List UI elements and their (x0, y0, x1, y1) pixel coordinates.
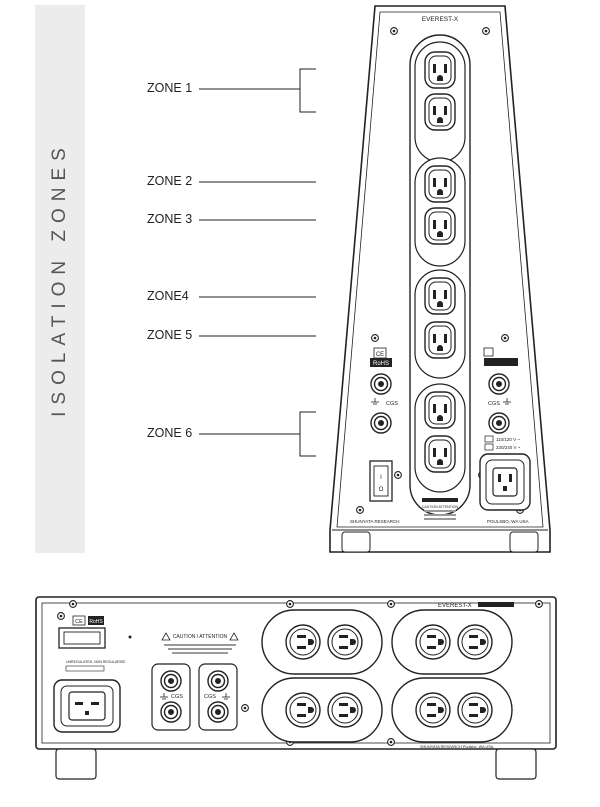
front-rohs-mark: RoHS (373, 361, 389, 367)
rear-cgs-right: CGS (204, 694, 216, 700)
zone-1-label: ZONE 1 (147, 81, 193, 95)
rear-footer: SHUNYATA RESEARCH Poulsbo, WA USA (420, 745, 494, 749)
front-manufacturer: SHUNYATA RESEARCH (350, 519, 400, 524)
svg-text:O: O (379, 487, 384, 493)
front-caution: CAUTION ATTENTION (422, 505, 459, 509)
front-ce-mark: CE (376, 352, 384, 358)
front-voltage-2: 220/240 V ~ (496, 445, 521, 450)
rear-cgs-left: CGS (171, 694, 183, 700)
rear-unit: EVEREST-X CE RoHS UNREGULATED, NON REGUL… (35, 596, 557, 780)
zone-5-label: ZONE 5 (147, 328, 193, 342)
svg-text:I: I (380, 475, 382, 481)
zone-3-label: ZONE 3 (147, 212, 193, 226)
front-location: POULSBO, WA USA (487, 519, 529, 524)
zone-4-label: ZONE4 (147, 289, 189, 303)
front-cgs-right: CGS (488, 401, 500, 407)
rear-rohs-mark: RoHS (89, 619, 103, 625)
front-model-label: EVEREST-X (422, 16, 459, 23)
rear-caution-title: CAUTION / ATTENTION (173, 634, 228, 640)
front-cgs-left: CGS (386, 401, 398, 407)
rear-ce-mark: CE (75, 619, 83, 625)
rear-voltage-box: UNREGULATED, NON REGULARISE (66, 660, 126, 664)
zone-leader-lines (199, 68, 316, 457)
front-unit: EVEREST-X CE RoHS (329, 5, 551, 553)
rear-model-label: EVEREST-X (438, 603, 472, 609)
zone-2-label: ZONE 2 (147, 174, 193, 188)
zone-6-label: ZONE 6 (147, 426, 193, 440)
front-voltage-1: 110/120 V ~ (496, 437, 520, 442)
sidebar-panel (35, 5, 85, 553)
